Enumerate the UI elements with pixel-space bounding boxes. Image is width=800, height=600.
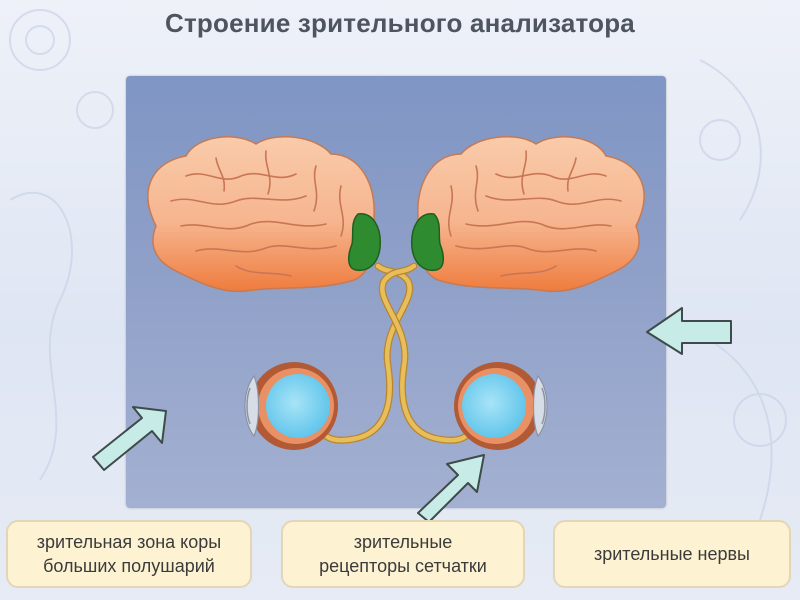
right-hemisphere — [417, 137, 644, 292]
left-hemisphere — [148, 137, 375, 292]
label-retina-receptors[interactable]: зрительные рецепторы сетчатки — [281, 520, 525, 588]
label-visual-cortex-text: зрительная зона коры больших полушарий — [37, 530, 221, 578]
left-visual-zone — [349, 214, 381, 270]
label-optic-nerves-text: зрительные нервы — [594, 542, 750, 566]
left-eye — [245, 362, 338, 450]
label-retina-receptors-text: зрительные рецепторы сетчатки — [319, 530, 487, 578]
optic-nerves — [326, 266, 466, 440]
right-eye — [454, 362, 547, 450]
label-optic-nerves[interactable]: зрительные нервы — [553, 520, 791, 588]
visual-analyzer-diagram — [126, 76, 666, 508]
page-title: Строение зрительного анализатора — [0, 8, 800, 39]
label-visual-cortex[interactable]: зрительная зона коры больших полушарий — [6, 520, 252, 588]
right-visual-zone — [412, 214, 444, 270]
